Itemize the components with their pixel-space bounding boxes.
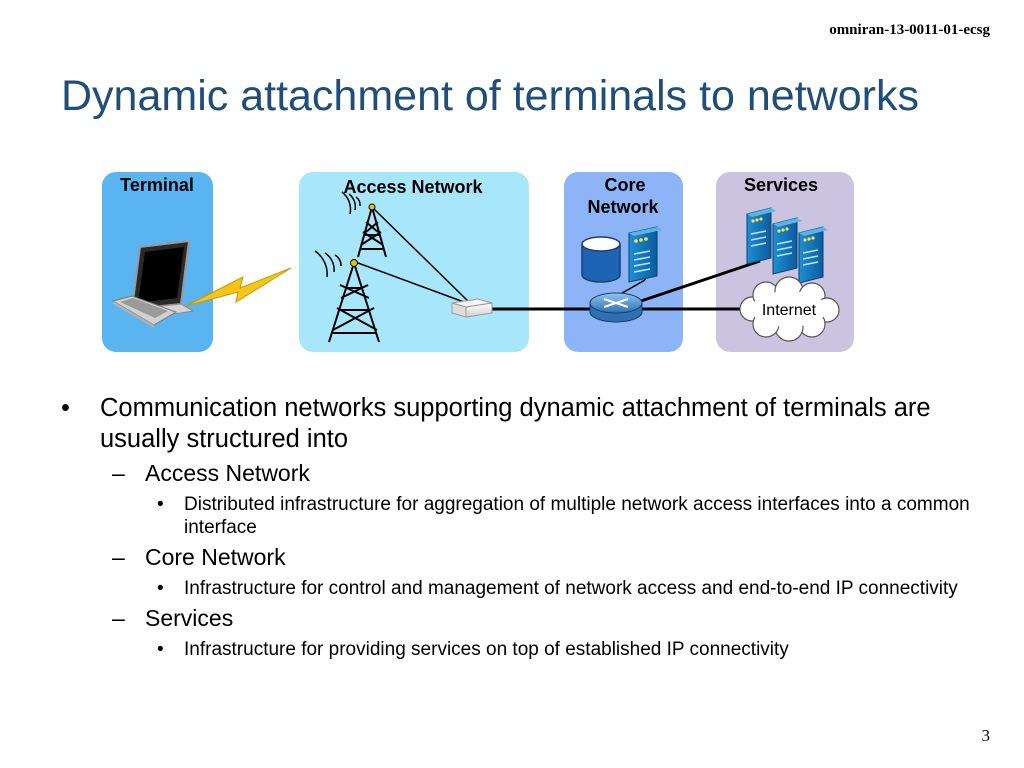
sub-bullet-services: – Services	[61, 604, 981, 633]
radio-tower-icon	[314, 250, 380, 343]
server-icon	[628, 226, 662, 283]
services-label: Services	[744, 175, 818, 195]
sub-bullet-access-network: – Access Network	[61, 459, 981, 488]
radio-tower-icon	[341, 191, 387, 258]
bullet-dash: –	[112, 605, 125, 631]
detail-bullet-text: Infrastructure for providing services on…	[184, 639, 789, 660]
detail-bullet-text: Infrastructure for control and managemen…	[184, 578, 958, 599]
internet-label: Internet	[762, 302, 817, 319]
detail-bullet-access-network: • Distributed infrastructure for aggrega…	[61, 493, 981, 539]
access-gateway-icon	[451, 298, 493, 318]
bullet-dot: •	[157, 494, 164, 515]
network-diagram: Terminal Access Network Core Network Ser…	[102, 172, 854, 352]
internet-cloud-icon	[739, 276, 840, 342]
laptop-icon	[111, 239, 195, 328]
main-bullet-text: Communication networks supporting dynami…	[100, 394, 931, 453]
core-network-label-line2: Network	[587, 197, 659, 217]
slide-title: Dynamic attachment of terminals to netwo…	[61, 72, 919, 120]
detail-bullet-services: • Infrastructure for providing services …	[61, 638, 981, 661]
bullet-list: • Communication networks supporting dyna…	[61, 393, 981, 661]
backbone-links	[490, 259, 761, 311]
access-network-label: Access Network	[343, 177, 483, 197]
lightning-icon	[185, 267, 292, 307]
sub-bullet-heading: Services	[145, 605, 234, 631]
router-icon	[589, 292, 643, 323]
server-icon	[798, 226, 828, 284]
document-id: omniran-13-0011-01-ecsg	[829, 22, 990, 38]
bullet-dot: •	[157, 578, 164, 599]
main-bullet: • Communication networks supporting dyna…	[61, 393, 981, 455]
detail-bullet-text: Distributed infrastructure for aggregati…	[184, 494, 970, 538]
sub-bullet-heading: Core Network	[145, 544, 286, 570]
sub-bullet-heading: Access Network	[145, 460, 310, 486]
bullet-dot: •	[61, 394, 70, 422]
bullet-dot: •	[157, 639, 164, 660]
database-icon	[581, 236, 621, 283]
sub-bullet-core-network: – Core Network	[61, 543, 981, 572]
terminal-label: Terminal	[120, 175, 194, 195]
core-network-label-line1: Core	[604, 175, 645, 195]
detail-bullet-core-network: • Infrastructure for control and managem…	[61, 577, 981, 600]
bullet-dash: –	[112, 544, 125, 570]
page-number: 3	[981, 726, 991, 745]
server-icon	[772, 217, 802, 275]
server-icon	[746, 207, 776, 265]
bullet-dash: –	[112, 460, 125, 486]
